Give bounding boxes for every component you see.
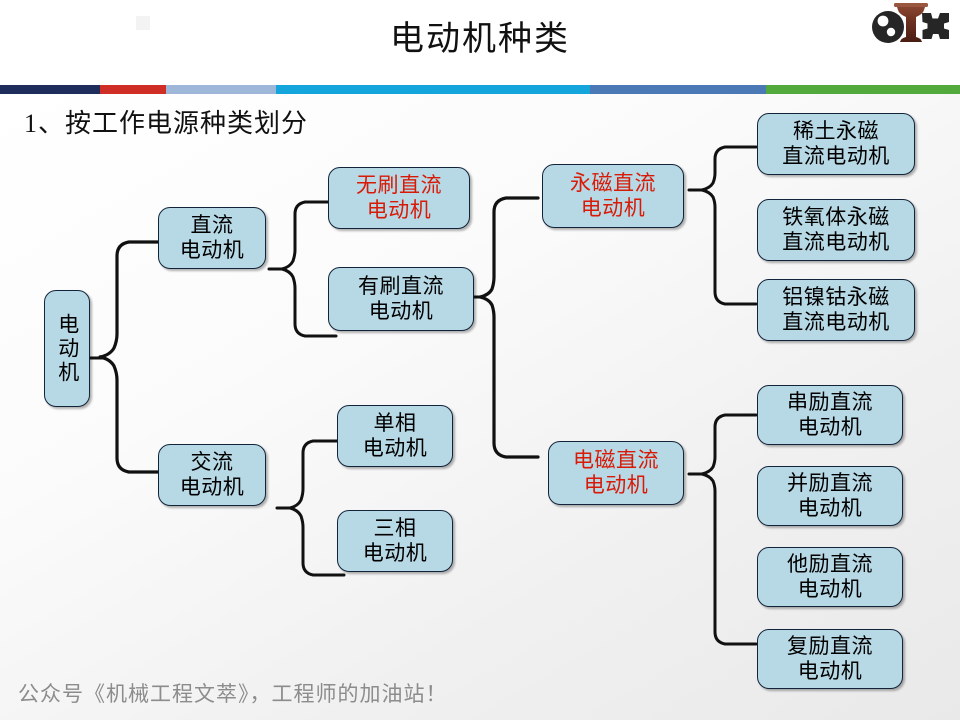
accent-color-strip bbox=[0, 85, 960, 94]
slide-body: 1、按工作电源种类划分 bbox=[0, 94, 960, 720]
node-rare-earth-pm-dc-motor[interactable]: 稀土永磁 直流电动机 bbox=[757, 113, 915, 175]
connector-em-stub bbox=[687, 471, 705, 477]
node-brushed-dc-motor[interactable]: 有刷直流 电动机 bbox=[328, 267, 474, 331]
node-shunt-excited-dc-motor[interactable]: 并励直流 电动机 bbox=[757, 466, 903, 526]
connector-ac-stub bbox=[275, 505, 293, 511]
brace-electromagnetic bbox=[700, 406, 758, 654]
node-brushless-dc-motor[interactable]: 无刷直流 电动机 bbox=[328, 167, 470, 229]
node-compound-excited-dc-motor[interactable]: 复励直流 电动机 bbox=[757, 629, 903, 689]
brace-dc-to-children bbox=[280, 198, 338, 338]
brace-brushless-to-dctypes bbox=[478, 192, 540, 468]
node-ac-motor[interactable]: 交流 电动机 bbox=[158, 444, 266, 506]
connector-dc-stub bbox=[267, 266, 285, 272]
page-title: 电动机种类 bbox=[390, 21, 570, 58]
accent-strip-segment-2 bbox=[100, 85, 166, 94]
accent-strip-segment-4 bbox=[276, 85, 590, 94]
connector-pm-stub bbox=[687, 187, 705, 193]
section-heading: 1、按工作电源种类划分 bbox=[24, 109, 309, 138]
gear-wrench-anvil-logo bbox=[866, 1, 952, 49]
node-three-phase-motor[interactable]: 三相 电动机 bbox=[337, 510, 453, 572]
node-dc-motor[interactable]: 直流 电动机 bbox=[158, 207, 266, 269]
node-series-excited-dc-motor[interactable]: 串励直流 电动机 bbox=[757, 385, 903, 445]
accent-strip-segment-5 bbox=[590, 85, 766, 94]
brace-ac-to-children bbox=[288, 437, 346, 577]
footer-watermark: 公众号《机械工程文萃》，工程师的加油站！ bbox=[18, 682, 448, 706]
node-ferrite-pm-dc-motor[interactable]: 铁氧体永磁 直流电动机 bbox=[757, 199, 915, 261]
node-alnico-pm-dc-motor[interactable]: 铝镍钴永磁 直流电动机 bbox=[757, 279, 915, 341]
accent-strip-segment-6 bbox=[766, 85, 960, 94]
node-permanent-magnet-dc-motor[interactable]: 永磁直流 电动机 bbox=[542, 164, 684, 228]
node-motor-root[interactable]: 电动机 bbox=[44, 290, 90, 407]
node-electromagnetic-dc-motor[interactable]: 电磁直流 电动机 bbox=[548, 441, 684, 505]
accent-strip-segment-3 bbox=[166, 85, 276, 94]
node-single-phase-motor[interactable]: 单相 电动机 bbox=[337, 405, 453, 467]
slide-header: 电动机种类 bbox=[0, 0, 960, 84]
decorative-mark bbox=[136, 16, 150, 30]
accent-strip-segment-1 bbox=[0, 85, 100, 94]
node-separately-excited-dc-motor[interactable]: 他励直流 电动机 bbox=[757, 547, 903, 607]
brace-permanent-magnet bbox=[700, 145, 758, 312]
brace-root-to-level1 bbox=[98, 236, 178, 476]
